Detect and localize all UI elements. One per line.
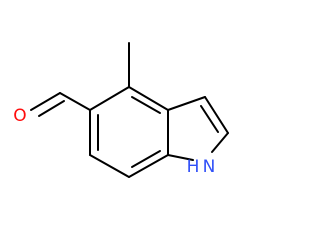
ring-bond-c4-c3a (128, 86, 169, 111)
pyrrole-bond-c3-c2-inner (200, 105, 219, 133)
ring-bond-c7a-c7 (128, 154, 169, 178)
molecule-structure: O N H (13, 42, 229, 178)
pyrrole-bond-c2-n1 (211, 132, 229, 153)
pyrrole-bond-c3-c2-outer (204, 96, 229, 134)
ring-bond-c7-c6 (89, 154, 130, 178)
pyrrole-bond-n1-c7a (167, 154, 194, 161)
carbonyl-double-bond-outer (30, 92, 61, 111)
pyrrole-bond-c3a-c3 (167, 96, 206, 111)
ring-bond-c5-c4 (89, 86, 130, 111)
carbonyl-double-bond-inner (38, 100, 65, 117)
hydrogen-atom-label: H (187, 157, 200, 177)
aromatic-double-bond-1 (131, 96, 161, 114)
aromatic-double-bond-2 (131, 150, 161, 168)
nitrogen-atom-label: N (203, 157, 216, 177)
aldehyde-bond (59, 92, 91, 111)
oxygen-atom-label: O (13, 106, 26, 126)
